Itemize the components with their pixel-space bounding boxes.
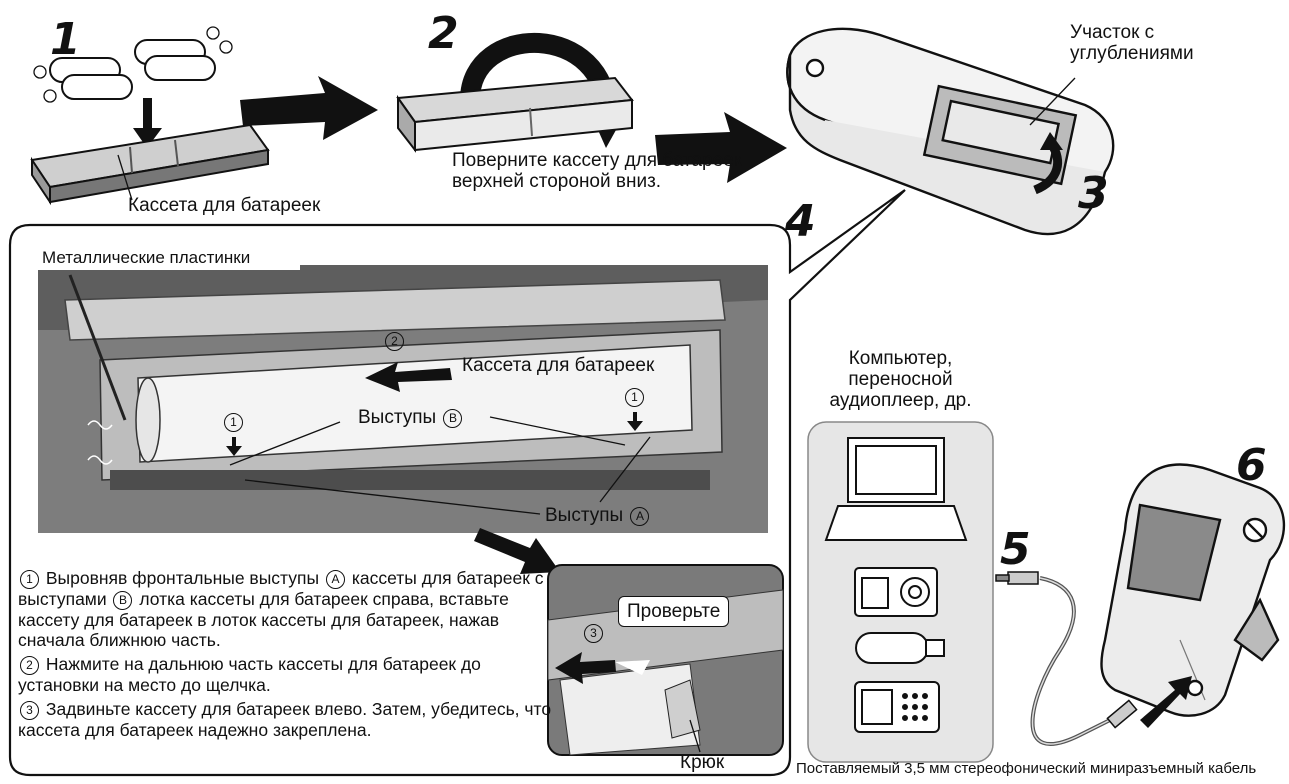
instruction-step-3: 3 Задвиньте кассету для батареек влево. … (18, 699, 558, 740)
step-number-5: 5 (1000, 524, 1031, 575)
battery-cassette-drawing-2 (396, 76, 634, 153)
down-arrow-1 (133, 98, 162, 148)
battery-tray-detail (38, 265, 768, 533)
instruction-2-text: Нажмите на дальнюю часть кассеты для бат… (18, 654, 481, 695)
step-number-6: 6 (1236, 440, 1267, 491)
grooved-area-line-1: Участок с (1070, 22, 1155, 43)
instruction-marker-2: 2 (20, 656, 39, 675)
arrow-step1-to-2 (240, 76, 378, 140)
instruction-marker-3: 3 (20, 701, 39, 720)
arrow-step2-to-3 (655, 112, 787, 183)
push-arrows-1 (226, 412, 643, 456)
instruction-list: 1 Выровняв фронтальные выступы A кассеты… (18, 568, 558, 744)
step-number-2: 2 (428, 8, 459, 59)
instruction-1-part-2: кассеты для батареек с выступами (18, 568, 544, 609)
slide-arrow-3 (555, 652, 616, 684)
slide-arrow-2 (365, 362, 452, 392)
speaker-drawing (1100, 463, 1286, 717)
mobile-phone-icon (854, 681, 940, 733)
stereo-mini-cable (1030, 576, 1111, 746)
flip-instruction-label: Поверните кассету для батареек верхней с… (452, 150, 742, 192)
speaker-underside-drawing (786, 27, 1115, 236)
callout-marker-1-right: 1 (625, 388, 644, 407)
hook-label: Крюк (680, 752, 725, 773)
device-line-1: Компьютер, (848, 348, 953, 369)
instruction-marker-b: B (113, 591, 133, 610)
tabs-b-label: Выступы B (358, 407, 464, 428)
flip-instruction-line-1: Поверните кассету для батареек (452, 150, 743, 171)
device-label: Компьютер, переносной аудиоплеер, др. (808, 348, 993, 411)
marker-b: B (443, 409, 463, 428)
instruction-marker-1: 1 (20, 570, 39, 589)
device-line-3: аудиоплеер, др. (829, 390, 972, 411)
hook-detail-drawing (547, 564, 784, 756)
usb-player-icon (855, 632, 945, 664)
tabs-a-label: Выступы A (545, 505, 651, 526)
grooved-area-line-2: углублениями (1070, 43, 1194, 64)
instruction-3-text: Задвиньте кассету для батареек влево. За… (18, 699, 552, 740)
instruction-step-2: 2 Нажмите на дальнюю часть кассеты для б… (18, 654, 558, 695)
audio-player-icon (854, 567, 938, 617)
marker-a: A (630, 507, 650, 526)
flip-instruction-line-2: верхней стороной вниз. (452, 171, 662, 192)
cable-plug-right (1106, 699, 1138, 729)
laptop-icon (824, 437, 968, 541)
tabs-a-text: Выступы (545, 505, 624, 526)
insert-arrow-6 (1140, 676, 1192, 728)
tab-leader-lines (229, 416, 651, 515)
check-callout: Проверьте (618, 596, 730, 627)
step-number-4: 4 (785, 196, 816, 247)
callout-marker-1-left: 1 (224, 413, 243, 432)
device-line-2: переносной (848, 369, 953, 390)
metal-plates-label-bg (38, 244, 300, 270)
grooved-area-label: Участок с углублениями (1070, 22, 1194, 64)
instruction-marker-a: A (325, 570, 345, 589)
metal-plates-label: Металлические пластинки (42, 248, 251, 267)
batteries-illustration (49, 39, 216, 100)
battery-cassette-drawing-1 (30, 123, 270, 206)
instruction-1-part-3: лотка кассеты для батареек справа, встав… (18, 589, 509, 650)
tabs-b-text: Выступы (358, 407, 437, 428)
callout-marker-2: 2 (385, 332, 404, 351)
callout-marker-3: 3 (584, 624, 603, 643)
battery-cassette-label-1: Кассета для батареек (128, 195, 321, 216)
step-number-1: 1 (50, 14, 81, 65)
instruction-step-1: 1 Выровняв фронтальные выступы A кассеты… (18, 568, 558, 650)
instruction-1-part-1: Выровняв фронтальные выступы (45, 568, 320, 588)
battery-polarity-marks (33, 26, 233, 103)
battery-cassette-label-2: Кассета для батареек (462, 355, 655, 376)
cable-label: Поставляемый 3,5 мм стереофонический мин… (796, 760, 1257, 777)
step-number-3: 3 (1078, 168, 1109, 219)
cable-plug-left (995, 571, 1039, 585)
arrow-to-hook-detail (474, 528, 560, 574)
